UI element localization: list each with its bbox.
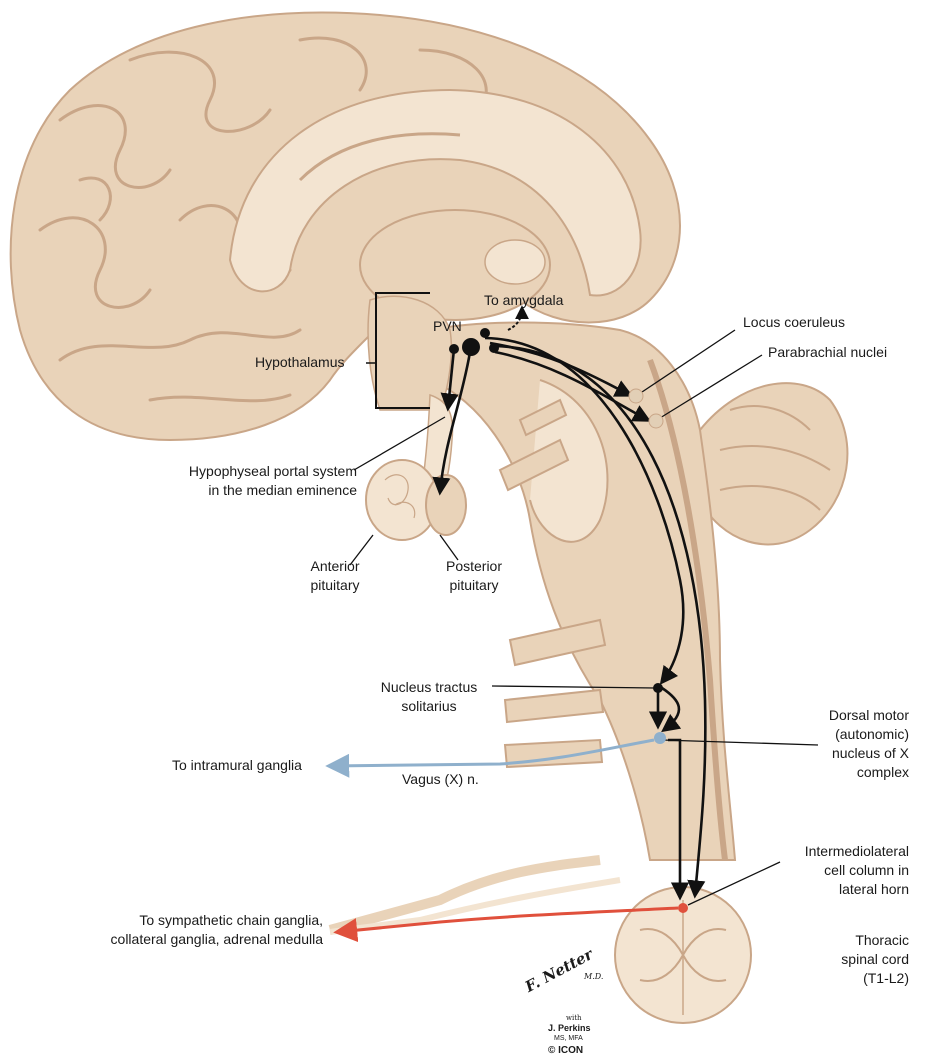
label-hypophyseal-line2: in the median eminence [208,482,357,498]
label-locus-coeruleus: Locus coeruleus [743,314,845,330]
label-dorsal-motor: Dorsal motor (autonomic) nucleus of X co… [829,706,909,782]
pvn-to-iml-long [494,344,707,899]
sympathetic-pathway [333,906,679,943]
hypothalamus-bracket [375,292,430,409]
label-dmx-line4: complex [856,764,909,780]
label-anterior-pituitary: Anterior pituitary [300,557,370,595]
label-hypophyseal-line1: Hypophyseal portal system [188,463,357,479]
label-nts-line1: Nucleus tractus [380,679,478,695]
label-intramural: To intramural ganglia [172,757,302,773]
vagus-pathway [325,738,655,778]
nts-to-dmx-right [661,686,682,733]
cranial-nerve-roots [498,398,607,769]
signature-publisher: © ICON [548,1045,584,1056]
label-thoracic: Thoracic spinal cord (T1-L2) [841,931,909,988]
label-anterior-line1: Anterior [310,558,360,574]
dmx-nucleus [654,732,666,744]
label-sympathetic-line2: collateral ganglia, adrenal medulla [110,931,323,947]
label-dmx-line2: (autonomic) [835,726,909,742]
label-iml-line1: Intermediolateral [804,843,909,859]
pvn-to-parabrachial [494,350,652,422]
label-to-amygdala: To amygdala [484,292,564,308]
label-dmx-line3: nucleus of X [831,745,909,761]
pvn-nucleus-right [489,343,499,353]
label-vagus: Vagus (X) n. [402,771,479,787]
label-parabrachial: Parabrachial nuclei [768,344,888,360]
label-posterior-pituitary: Posterior pituitary [434,557,514,595]
label-posterior-line2: pituitary [449,577,499,593]
label-nts: Nucleus tractus solitarius [369,678,489,716]
label-sympathetic-line1: To sympathetic chain ganglia, [139,912,323,928]
label-iml-line3: lateral horn [838,881,909,897]
parabrachial-nucleus [648,413,664,429]
label-anterior-line2: pituitary [310,577,360,593]
gyri [38,36,488,403]
posterior-pituitary-gland [425,474,467,536]
signature-degrees: MS, MFA [554,1035,583,1042]
label-posterior-line1: Posterior [445,558,503,574]
label-sympathetic-targets: To sympathetic chain ganglia, collateral… [111,911,323,949]
pvn-to-posterior [432,351,472,496]
artist-signature: F. Netter M.D. with J. Perkins MS, MFA ©… [522,945,612,1062]
leader-lines [349,329,819,906]
label-pvn: PVN [433,318,462,334]
neural-pathways [432,336,707,901]
pvn-nucleus-large [462,338,480,356]
pvn-nucleus-left [449,344,459,354]
dmx-to-iml [668,738,690,901]
label-intermediolateral: Intermediolateral cell column in lateral… [805,842,909,899]
label-nts-line2: solitarius [401,698,457,714]
label-thoracic-line1: Thoracic [855,932,909,948]
pvn-to-anterior [440,348,459,412]
iml-nucleus [678,903,688,913]
signature-coauthor: J. Perkins [548,1023,591,1033]
signature-with: with [566,1014,582,1022]
pvn-nucleus-top [480,328,490,338]
label-thoracic-line3: (T1-L2) [863,970,909,986]
locus-coeruleus-nucleus [628,388,644,404]
nts-nucleus [653,683,663,693]
label-iml-line2: cell column in [824,862,909,878]
corpus-callosum [228,88,642,297]
cerebellum [699,382,849,546]
to-amygdala-arrow [507,305,529,331]
label-hypophyseal: Hypophyseal portal system in the median … [189,462,357,500]
label-hypothalamus: Hypothalamus [255,354,345,370]
label-dmx-line1: Dorsal motor [828,707,909,723]
label-thoracic-line2: spinal cord [841,951,909,967]
signature-suffix: M.D. [584,972,604,981]
